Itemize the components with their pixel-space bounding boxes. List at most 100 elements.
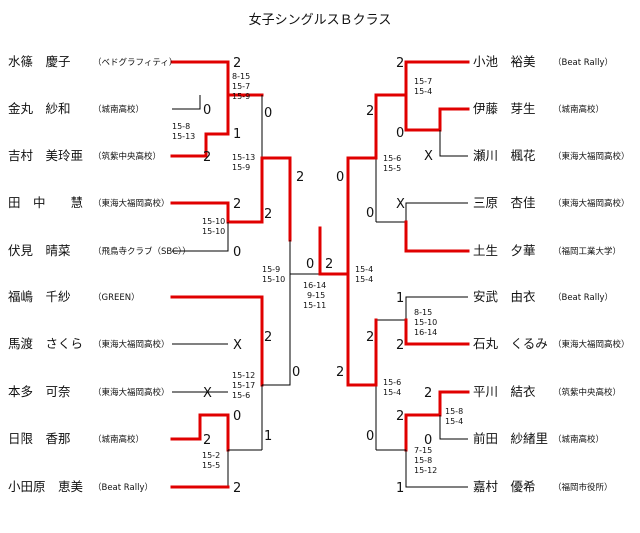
line-right-r3a [346,156,378,242]
result-ru-r2-b: 0 [366,206,374,221]
sets-m13-2: 15-4 [445,417,463,426]
sets-m11-1: 8-15 [414,308,432,317]
result-final-right: 2 [325,257,333,272]
result-final-left: 0 [306,257,314,272]
sets-m6-1: 15-2 [202,451,220,460]
set-scores: 8-15 15-7 15-9 15-8 15-13 15-13 15-9 15-… [172,72,463,475]
player-11-name: 小池 裕美 [473,54,536,69]
sets-m9-1: 15-6 [383,154,401,163]
line-right-p11-win [374,60,470,97]
player-4-name: 田 中 慧 [8,195,83,210]
player-19-name: 前田 紗緒里 [473,431,548,446]
sets-m2-1: 15-8 [172,122,190,131]
player-18-name: 平川 結衣 [473,384,536,399]
player-9-aff: （城南高校） [93,434,144,445]
sets-m7-1: 15-9 [262,265,280,274]
sets-m8-1: 15-7 [414,77,432,86]
player-14-aff: （東海大福岡高校） [553,198,630,209]
match-results: 2 0 1 2 0 2 2 0 2 X 2 0 X 0 2 1 2 0 1 2 … [203,56,433,496]
player-5-aff: （飛鳥寺クラブ（SBC）） [93,246,191,257]
player-1-aff: （ベドグラフィティ） [93,57,177,68]
line-right-p17-win [404,318,470,346]
line-right-p20 [405,450,468,488]
line-left-p5 [172,222,229,252]
player-5-name: 伏見 晴菜 [8,243,71,258]
sets-m12-1: 15-6 [383,378,401,387]
left-players: 水篠 慶子 （ベドグラフィティ） 金丸 紗和 （城南高校） 吉村 美玲亜 （筑紫… [8,54,191,494]
left-bracket-lines [170,60,320,489]
sets-m9-2: 15-5 [383,164,401,173]
result-rl-r2-b: 0 [366,429,374,444]
player-3-aff: （筑紫中央高校） [93,151,161,162]
sets-final-2: 9-15 [307,291,325,300]
result-p11-r1: 2 [396,56,404,71]
result-p3-r1: 2 [203,150,211,165]
sets-m10-1: 15-4 [355,265,373,274]
result-p13-r1: X [424,149,433,164]
player-3-name: 吉村 美玲亜 [8,148,83,163]
result-p16-r1: 1 [396,291,404,306]
sets-m5-1: 15-12 [232,371,255,380]
sets-final-1: 16-14 [303,281,326,290]
player-15-name: 土生 夕華 [473,243,536,258]
result-ru-r2-top: 2 [366,104,374,119]
line-left-p2 [172,95,201,110]
player-20-aff: （福岡市役所） [553,482,613,493]
player-17-name: 石丸 くるみ [473,336,548,351]
result-p10-r1: 2 [233,481,241,496]
player-15-aff: （福岡工業大学） [553,246,621,257]
result-lu-r2-a: 0 [264,106,272,121]
player-13-aff: （東海大福岡高校） [553,151,630,162]
player-16-name: 安武 由衣 [473,289,536,304]
result-left-r3-b: 0 [292,365,300,380]
sets-m1-1: 8-15 [232,72,250,81]
sets-m7-2: 15-10 [262,275,285,284]
player-8-aff: （東海大福岡高校） [93,387,170,398]
player-2-name: 金丸 紗和 [8,101,71,116]
result-rl-r2-a: 2 [366,330,374,345]
right-bracket-lines [318,60,470,488]
result-p14-r1: X [396,197,405,212]
right-players: 小池 裕美 （Beat Rally） 伊藤 芽生 （城南高校） 瀬川 楓花 （東… [473,54,630,494]
player-12-aff: （城南高校） [553,104,604,115]
player-10-aff: （Beat Rally） [93,482,153,493]
result-p2-r1: 0 [203,103,211,118]
sets-m12-2: 15-4 [383,388,401,397]
sets-m6-2: 15-5 [202,461,220,470]
player-9-name: 日限 香那 [8,431,71,446]
sets-m2-2: 15-13 [172,132,195,141]
sets-m14-1: 7-15 [414,446,432,455]
result-p6-r2: 2 [264,330,272,345]
line-left-p6-win [170,295,264,322]
line-left-r3b [262,240,291,386]
line-right-r3b-win [346,238,378,387]
line-right-p14 [376,202,468,223]
result-p4-r1: 2 [233,197,241,212]
result-ll-r2: 1 [264,429,272,444]
result-p9-r1: 0 [233,409,241,424]
player-18-aff: （筑紫中央高校） [553,387,621,398]
player-7-aff: （東海大福岡高校） [93,339,170,350]
result-right-r3-b: 2 [336,365,344,380]
player-10-name: 小田原 恵美 [8,479,83,494]
sets-m5-2: 15-17 [232,381,255,390]
line-right-p16 [376,296,468,321]
player-14-name: 三原 杏佳 [473,195,536,210]
player-13-name: 瀬川 楓花 [473,148,536,163]
player-2-aff: （城南高校） [93,104,144,115]
player-20-name: 嘉村 優希 [473,479,536,494]
result-p5-r1: 0 [233,245,241,260]
sets-m1-2: 15-7 [232,82,250,91]
player-1-name: 水篠 慶子 [8,54,71,69]
sets-m4-2: 15-10 [202,227,225,236]
sets-m3-1: 15-13 [232,153,255,162]
sets-m11-3: 16-14 [414,328,437,337]
player-7-name: 馬渡 さくら [8,336,83,351]
player-11-aff: （Beat Rally） [553,57,613,68]
sets-m1-3: 15-9 [232,92,250,101]
result-p9-r1b: 2 [203,433,211,448]
sets-m5-3: 15-6 [232,391,250,400]
sets-m10-2: 15-4 [355,275,373,284]
